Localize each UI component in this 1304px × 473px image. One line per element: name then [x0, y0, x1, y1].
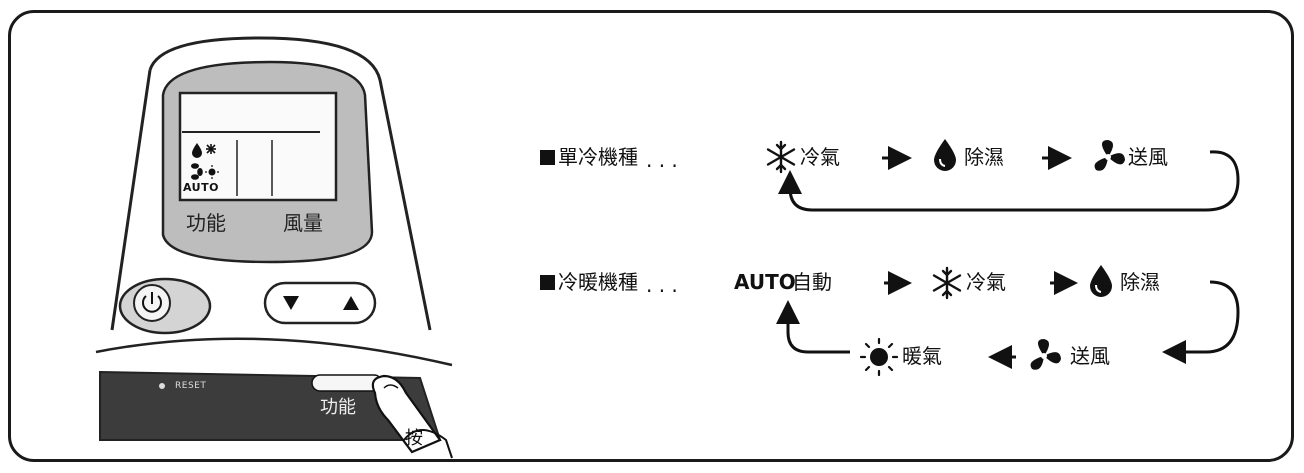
fan-speed-buttons	[263, 281, 377, 325]
mode-label-dry: 除濕	[1120, 270, 1160, 294]
fan-icon	[1030, 339, 1061, 370]
bullet-square	[540, 275, 555, 290]
heat-cool-dots: . . .	[646, 273, 678, 297]
mode-label-cool: 冷氣	[966, 270, 1006, 294]
mode-button	[311, 374, 383, 392]
mode-label-auto: 自動	[792, 270, 832, 294]
fan-icon	[1094, 140, 1125, 171]
lcd-screen	[178, 91, 338, 202]
mode-label-cool: 冷氣	[800, 145, 840, 169]
cool-only-dots: . . .	[646, 148, 678, 172]
heat-cool-model-label: 冷暖機種	[540, 272, 638, 292]
water-drop-icon	[1090, 265, 1112, 297]
bullet-square	[540, 150, 555, 165]
lcd-auto-text: AUTO	[183, 181, 219, 194]
remote-control-illustration: AUTO 功能 風量 RESET 功能 按	[0, 0, 470, 473]
mode-button-label: 功能	[320, 397, 356, 418]
sun-icon	[860, 338, 898, 376]
reset-label: RESET	[175, 381, 207, 391]
snowflake-icon	[932, 266, 962, 300]
mode-label-heat: 暖氣	[902, 344, 942, 368]
cool-only-model-label: 單冷機種	[540, 147, 638, 167]
function-label: 功能	[186, 211, 226, 235]
water-drop-icon	[934, 139, 956, 171]
auto-icon: AUTO	[734, 270, 796, 294]
mode-label-dry: 除濕	[964, 145, 1004, 169]
mode-label-fan: 送風	[1128, 145, 1168, 169]
fan-speed-label: 風量	[283, 211, 323, 235]
snowflake-icon	[766, 140, 796, 174]
mode-label-fan: 送風	[1070, 344, 1110, 368]
press-label: 按	[405, 428, 423, 449]
